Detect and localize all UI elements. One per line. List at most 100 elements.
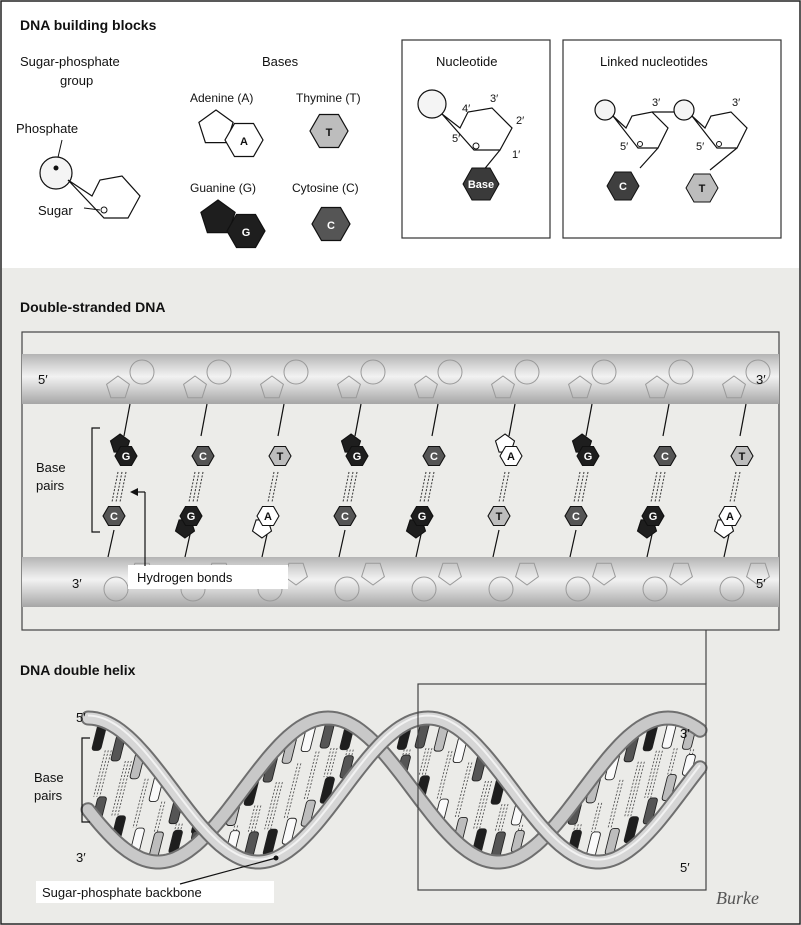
bottom-phosphate [334,576,360,602]
hydrogen-bond [267,471,275,503]
top-phosphate [745,359,771,385]
top-base-hexagon [268,445,292,467]
helix-hydrogen-bond [627,761,642,817]
bottom-base-letter: A [264,511,272,523]
cytosine-letter: C [327,220,335,232]
hydrogen-bond [188,471,196,503]
hydrogen-bond [111,471,119,503]
helix-hydrogen-bond [688,749,692,755]
thymine-hexagon [309,113,349,149]
bottom-base-letter: C [572,511,580,523]
bottom-phosphate [719,576,745,602]
helix-hydrogen-bond [424,748,433,776]
hydrogen-bond [350,471,358,503]
helix-base-pairs-label: Base [34,770,64,785]
top-5prime: 5′ [38,372,48,387]
top-sugar [414,375,438,399]
bottom-phosphate [565,576,591,602]
helix-hydrogen-bond [421,748,430,776]
cytosine-hexagon [311,206,351,242]
nucleotide-sugar [441,107,513,151]
bottom-sugar [361,562,385,586]
helix-hydrogen-bond [351,749,354,756]
helix-hydrogen-bond [624,761,639,817]
top-base-letter: T [739,451,746,463]
hydrogen-bond [192,471,200,503]
nucleotide-heading: Nucleotide [436,54,497,69]
linked-base-t [685,173,719,203]
helix-hydrogen-bond [323,748,332,778]
top-base-hexagon [191,445,215,467]
top-phosphate [283,359,309,385]
nucleotide-base-label: Base [468,179,494,191]
helix-title: DNA double helix [20,662,136,678]
top-phosphate [591,359,617,385]
linked-prime-5b: 5′ [696,141,704,153]
top-stalk [585,403,593,437]
helix-hydrogen-bond [576,824,579,831]
top-sugar [722,375,746,399]
bottom-base-hexagon [564,505,588,527]
linked-sugar-2 [691,111,748,149]
helix-hydrogen-bond [670,748,678,775]
bottom-stalk [492,529,500,558]
bottom-base-letter: T [496,511,503,523]
linked-prime-5a: 5′ [620,141,628,153]
top-base-letter: A [507,451,515,463]
helix-left-3prime: 3′ [76,850,86,865]
thymine-letter: T [326,127,333,139]
top-stalk [508,403,516,437]
helix-hydrogen-bond [591,802,600,832]
hydrogen-bond [342,471,350,503]
prime-1: 1′ [512,149,520,161]
top-stalk [200,403,208,437]
top-base-hexagon [345,445,369,467]
top-sugar [106,375,130,399]
top-base-hexagon [114,445,138,467]
helix-hydrogen-bond [264,782,277,830]
bottom-phosphate [642,576,668,602]
ds-base-pairs-bracket [91,427,100,533]
helix-hydrogen-bond [135,778,149,829]
helix-right-5prime: 5′ [680,860,690,875]
adenine-pentagon [198,109,234,144]
bottom-sugar [746,562,770,586]
top-base-hexagon [730,445,754,467]
linked-panel [562,39,782,239]
double-stranded-title: Double-stranded DNA [20,299,165,315]
building-blocks-title: DNA building blocks [20,17,157,33]
hydrogen-bond [271,471,279,503]
hydrogen-bond [577,471,585,503]
top-base-letter: C [199,451,207,463]
bottom-3prime: 3′ [72,576,82,591]
helix-hydrogen-bond [439,751,453,800]
helix-hydrogen-bond [405,749,408,756]
bottom-base-letter: G [649,511,658,523]
top-base-letter: C [661,451,669,463]
helix-hydrogen-bond [348,749,351,756]
linked-base-c [606,171,640,201]
bottom-sugar [669,562,693,586]
backbone-pointer [179,857,277,885]
sugar-phosphate-heading-2: group [60,73,93,88]
helix-hydrogen-bond [457,762,473,818]
helix-hydrogen-bond [99,750,112,797]
helix-hydrogen-bond [594,802,603,832]
linked-base-bond-2 [709,147,738,171]
bottom-base-hexagon [718,505,742,527]
helix-hydrogen-bond [644,750,657,798]
hydrogen-bond [658,471,666,503]
hydrogen-bond [115,471,123,503]
bottom-base-letter: G [418,511,427,523]
bottom-base-hexagon [333,505,357,527]
helix-hydrogen-bond [306,751,320,801]
top-sugar [645,375,669,399]
bottom-base-hexagon [641,505,665,527]
top-phosphate [514,359,540,385]
top-3prime: 3′ [756,372,766,387]
backbone-pointer-dot [273,855,279,861]
hydrogen-bond [346,471,354,503]
helix-hydrogen-bond [647,750,660,798]
top-sugar [183,375,207,399]
